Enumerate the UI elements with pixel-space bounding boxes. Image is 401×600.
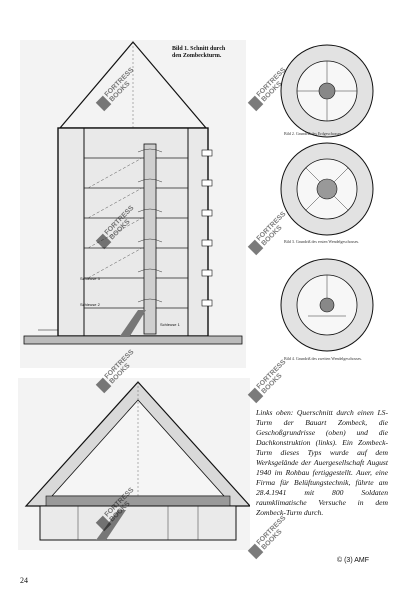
- schleuse-2-label: Schleuse 2: [80, 302, 100, 307]
- floor-plan-1: [280, 44, 374, 138]
- floor-plan-1-caption: Bild 2. Grundriß des Erdgeschosses.: [284, 131, 343, 136]
- floor-plan-3-caption: Bild 4. Grundriß des zweiten Wendelgesch…: [284, 356, 362, 361]
- figure-label-line2: den Zombeckturm.: [172, 53, 222, 59]
- tower-cross-section: Schleuse 3 Schleuse 2 Schleuse 1: [20, 40, 246, 368]
- floor-plan-3: [280, 258, 374, 352]
- page-number: 24: [20, 576, 28, 585]
- cross-section-drawing: [23, 41, 243, 345]
- photo-credit: © (3) AMF: [337, 557, 369, 564]
- floor-plan-2-caption: Bild 3. Grundriß des ersten Wendelgescho…: [284, 239, 360, 244]
- schleuse-3-label: Schleuse 3: [80, 276, 100, 281]
- figure-label-line1: Bild 1. Schnitt durch: [172, 46, 226, 52]
- roof-construction: [18, 378, 250, 550]
- schleuse-1-label: Schleuse 1: [160, 322, 180, 327]
- roof-drawing: [24, 381, 250, 541]
- floor-plan-2: [280, 142, 374, 236]
- figure-label: Bild 1. Schnitt durch den Zombeckturm.: [172, 46, 252, 60]
- figure-caption: Links oben: Querschnitt durch einen LS-T…: [256, 408, 388, 517]
